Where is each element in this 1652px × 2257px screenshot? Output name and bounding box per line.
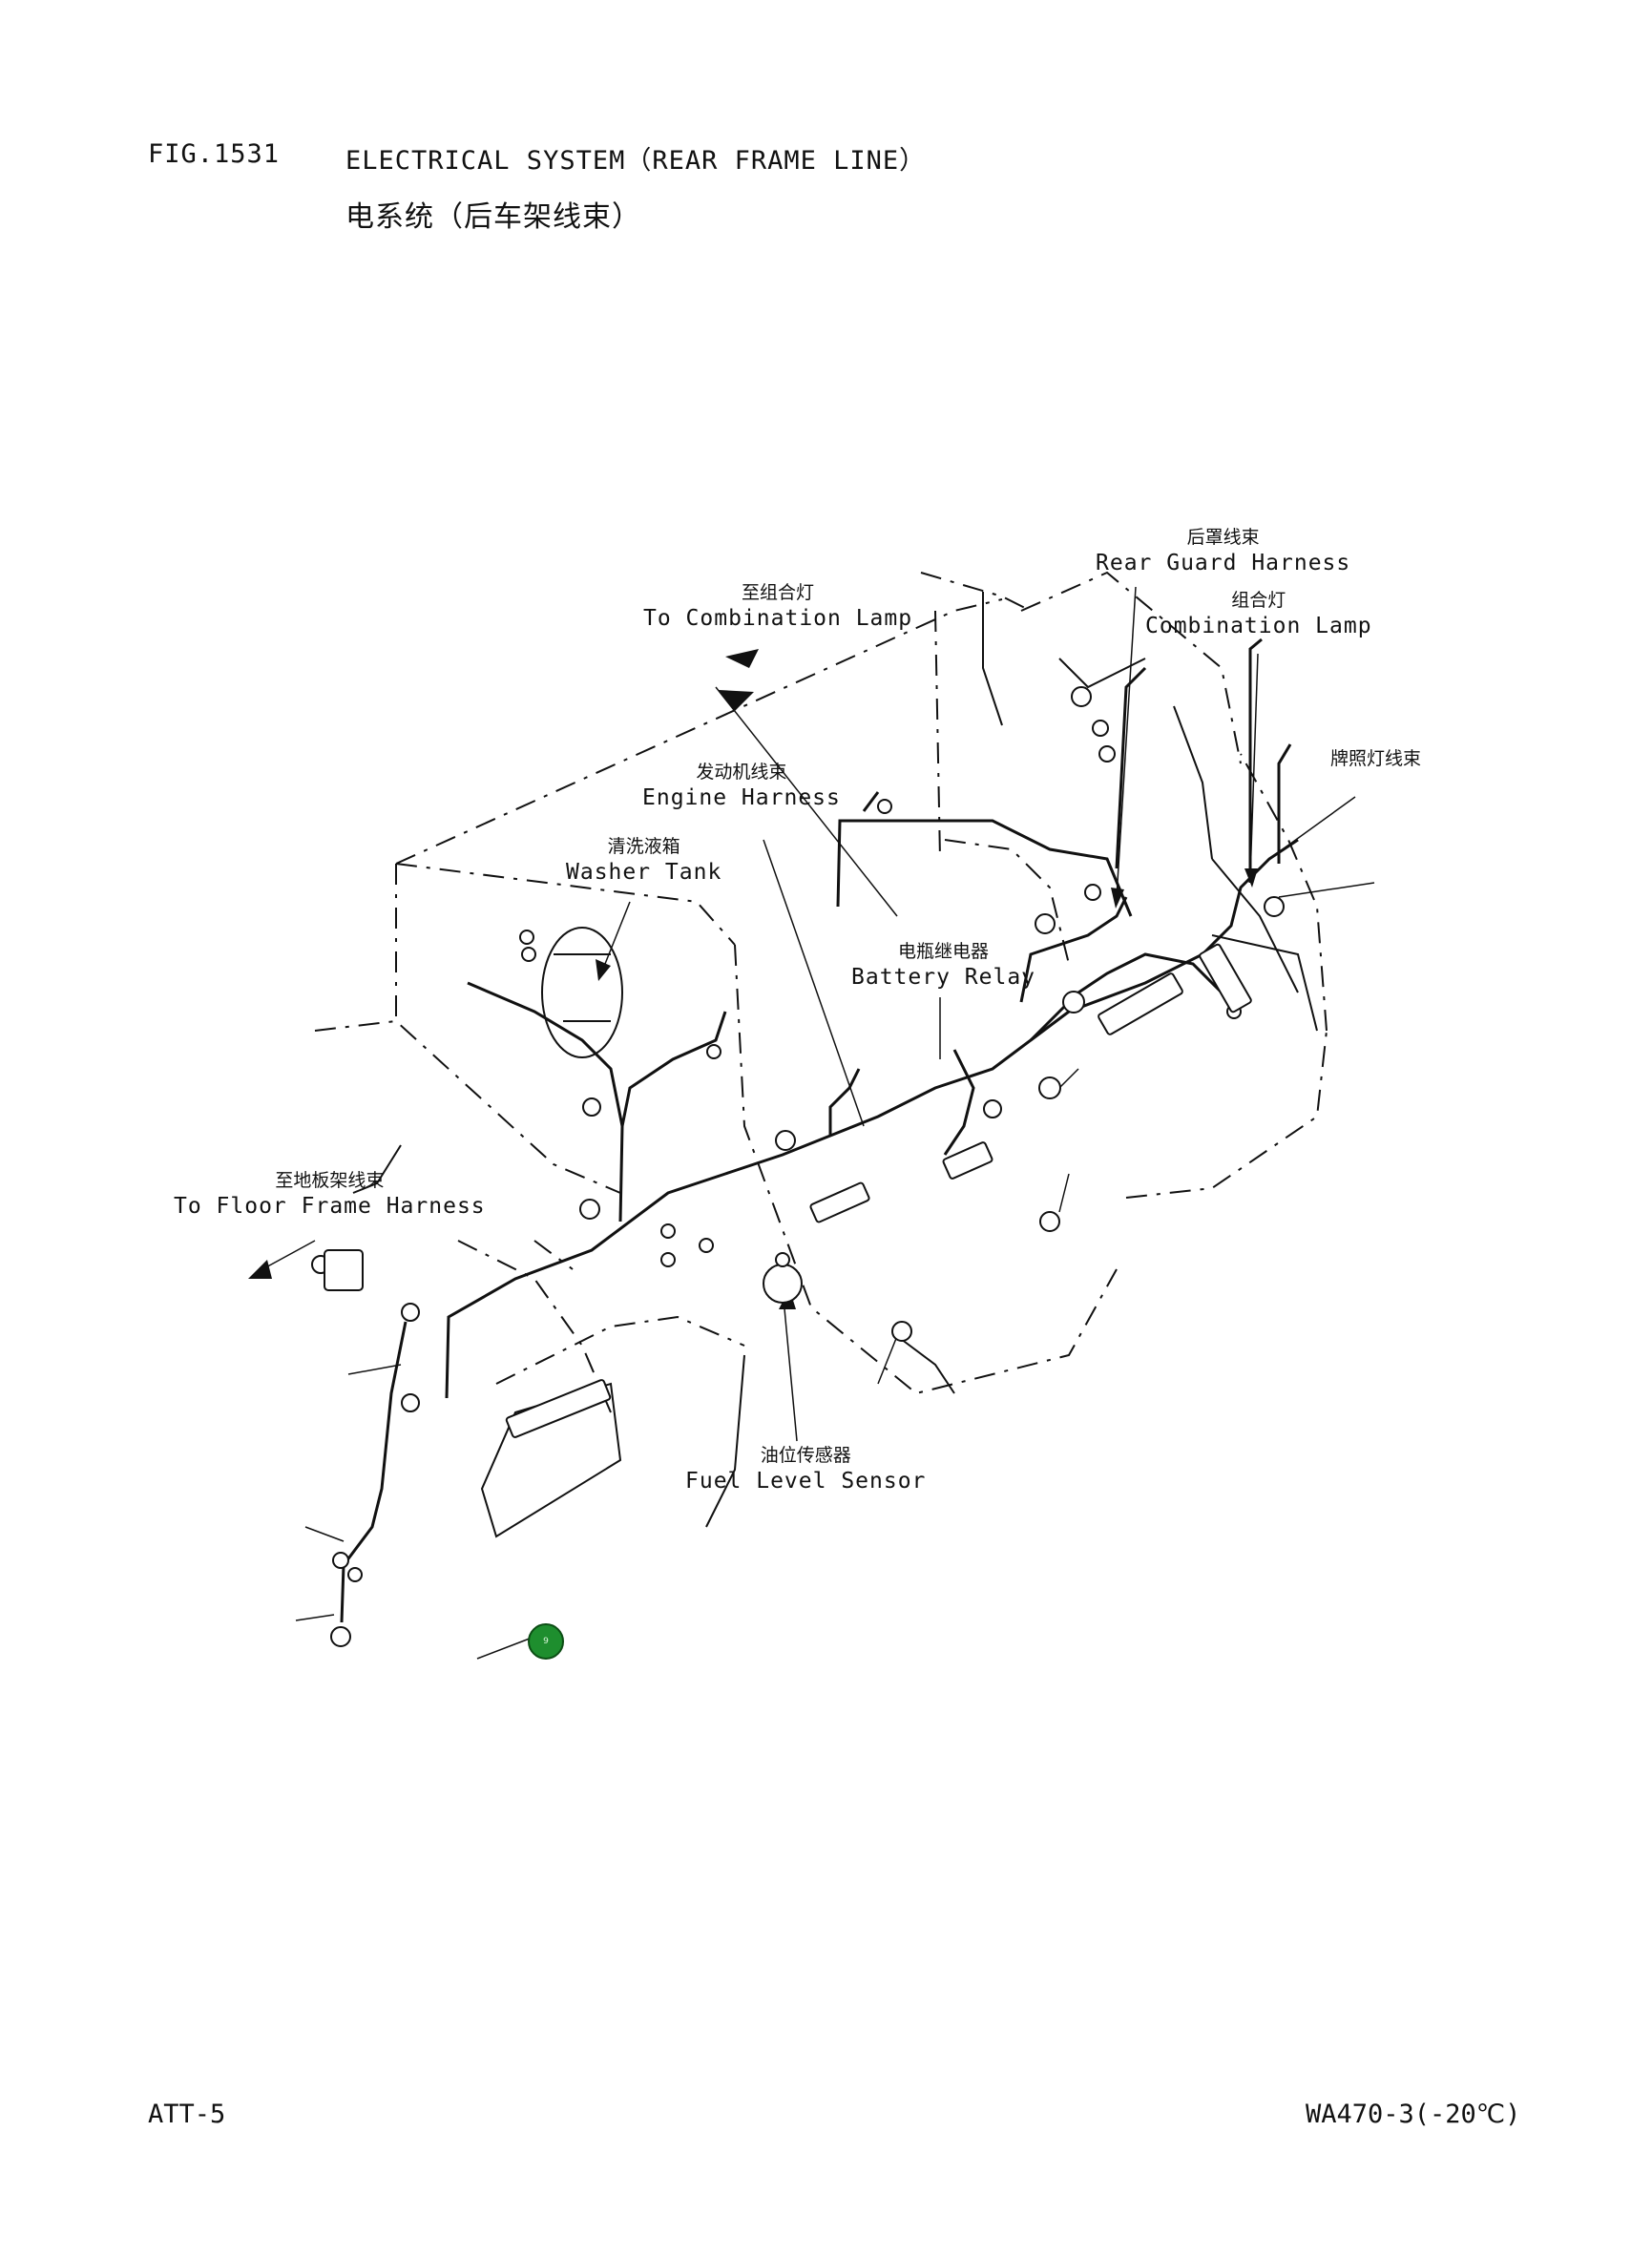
main-harness [340,637,1299,1623]
washer-tank-label: 清洗液箱 Washer Tank [566,836,722,885]
figure-title-chinese: 电系统（后车架线束） [345,200,641,234]
footer-model-code: WA470-3(-20℃) [1306,2100,1521,2129]
engine-harness-label: 发动机线束 Engine Harness [642,762,841,810]
page-marker-badge[interactable]: 9 [528,1623,564,1660]
harness-clips [324,943,1252,1438]
connectors [311,686,1285,1647]
combination-lamp-label: 组合灯 Combination Lamp [1145,590,1372,638]
license-lamp-harness-label: 牌照灯线束 [1330,748,1422,769]
arrowheads [248,649,1258,1309]
frame-outline [314,571,1328,1413]
leader-lines [261,586,1375,1660]
footer-page-code: ATT-5 [148,2100,226,2129]
to-combination-lamp-label: 至组合灯 To Combination Lamp [643,582,913,631]
figure-title-english: ELECTRICAL SYSTEM（REAR FRAME LINE） [345,146,927,176]
rear-guard-harness-label: 后罩线束 Rear Guard Harness [1096,527,1351,575]
fuel-level-sensor-label: 油位传感器 Fuel Level Sensor [685,1445,927,1494]
battery-relay-label: 电瓶继电器 Battery Relay [851,941,1036,990]
body-panels [352,592,1318,1538]
figure-number: FIG.1531 [148,139,281,169]
to-floor-frame-harness-label: 至地板架线束 To Floor Frame Harness [174,1170,486,1219]
